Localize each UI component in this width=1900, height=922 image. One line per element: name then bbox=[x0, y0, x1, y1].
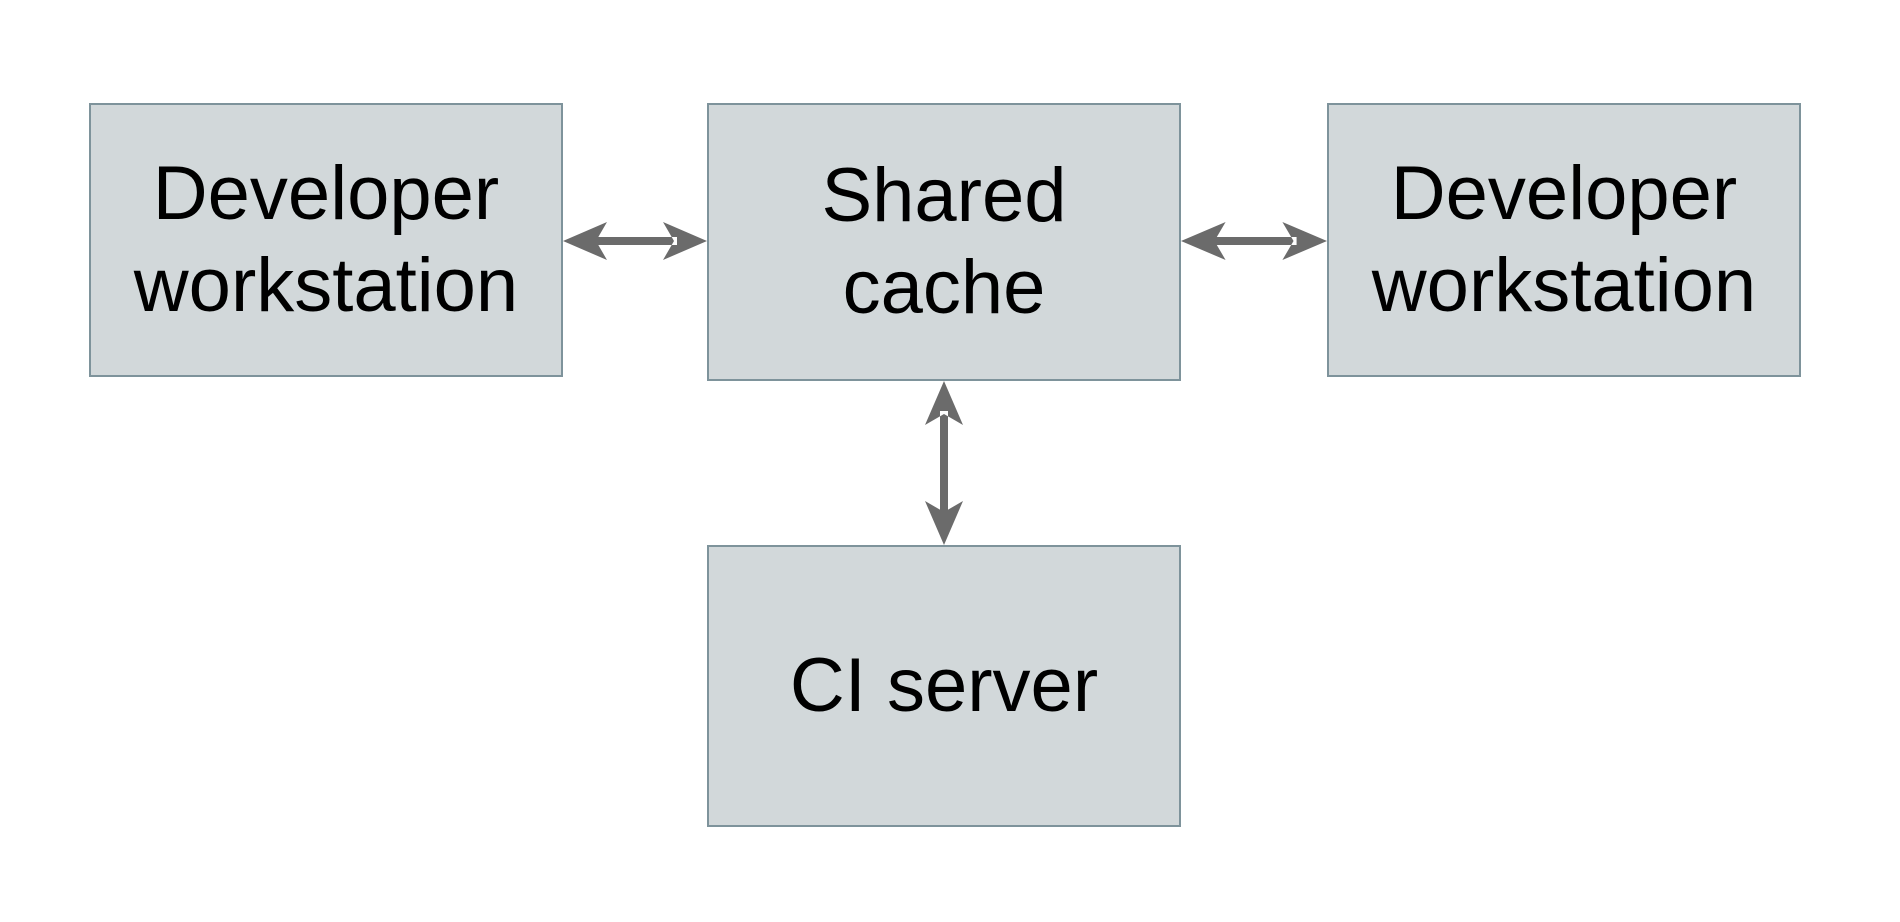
label-line: workstation bbox=[133, 243, 519, 328]
double-arrow-icon bbox=[1181, 222, 1327, 260]
label-line: CI server bbox=[789, 643, 1099, 728]
node-developer-workstation-right: Developer workstation bbox=[1327, 103, 1801, 377]
label-line: workstation bbox=[1371, 243, 1757, 328]
double-arrow-icon bbox=[563, 222, 707, 260]
label-line: Shared bbox=[821, 153, 1067, 238]
node-ci-server: CI server bbox=[707, 545, 1181, 827]
double-arrow-cache-ci-server bbox=[925, 381, 963, 545]
node-label-ci-server: CI server bbox=[790, 640, 1098, 732]
double-arrow-left-workstation-cache bbox=[563, 222, 707, 260]
node-developer-workstation-left: Developer workstation bbox=[89, 103, 563, 377]
node-label-developer-workstation-right: Developer workstation bbox=[1372, 148, 1756, 332]
node-label-shared-cache: Shared cache bbox=[821, 150, 1066, 334]
label-line: cache bbox=[842, 245, 1046, 330]
double-arrow-cache-right-workstation bbox=[1181, 222, 1327, 260]
node-label-developer-workstation-left: Developer workstation bbox=[134, 148, 518, 332]
node-shared-cache: Shared cache bbox=[707, 103, 1181, 381]
label-line: Developer bbox=[152, 151, 500, 236]
double-arrow-icon bbox=[925, 381, 963, 545]
label-line: Developer bbox=[1390, 151, 1738, 236]
